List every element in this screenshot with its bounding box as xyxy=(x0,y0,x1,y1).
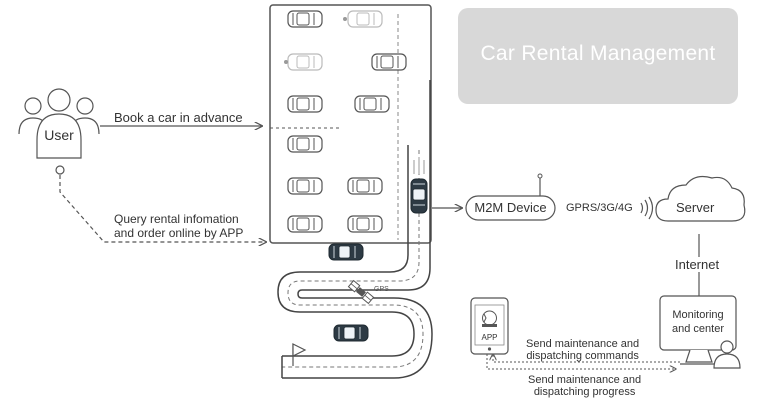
wireless-icon xyxy=(640,196,654,220)
commands-label-line: Send maintenance and xyxy=(526,338,640,350)
title-panel: Car Rental Management xyxy=(458,8,738,104)
monitor-label-line: and center xyxy=(672,323,724,335)
query-label-line: and order online by APP xyxy=(114,226,244,240)
parked-car xyxy=(287,135,323,153)
command-lines xyxy=(486,354,680,369)
progress-label: Send maintenance and dispatching progres… xyxy=(528,374,641,398)
user-label: User xyxy=(44,127,74,143)
monitor-label-line: Monitoring xyxy=(672,309,724,321)
server-cloud xyxy=(655,175,746,222)
server-label: Server xyxy=(676,200,715,215)
query-label-line: Query rental infomation xyxy=(114,212,239,226)
internet-label: Internet xyxy=(673,257,722,272)
monitor-label: Monitoring and center xyxy=(660,308,736,336)
parked-cars xyxy=(284,10,407,233)
app-label: APP xyxy=(481,333,498,342)
book-label: Book a car in advance xyxy=(114,110,243,125)
flag-icon xyxy=(292,343,307,366)
moving-car xyxy=(328,243,364,261)
monitor-icon xyxy=(659,295,737,365)
satellite-icon xyxy=(347,279,375,305)
parked-car xyxy=(287,95,323,113)
parking-lot xyxy=(269,4,432,244)
parked-car xyxy=(287,10,323,28)
moving-car xyxy=(410,157,428,214)
parked-car xyxy=(287,53,323,71)
progress-label-line: Send maintenance and xyxy=(528,374,642,386)
query-label: Query rental infomation and order online… xyxy=(114,212,243,240)
parked-car xyxy=(347,10,383,28)
parked-car xyxy=(371,53,407,71)
parked-car xyxy=(347,177,383,195)
phone-icon xyxy=(470,297,509,355)
query-connector xyxy=(55,165,266,242)
network-label: GPRS/3G/4G xyxy=(566,202,633,214)
road xyxy=(277,80,433,379)
parked-car xyxy=(287,215,323,233)
parked-car xyxy=(354,95,390,113)
user-icon xyxy=(18,88,100,159)
parked-car xyxy=(287,177,323,195)
gps-label: GPS xyxy=(374,286,389,293)
commands-label-line: dispatching commands xyxy=(526,350,639,362)
commands-label: Send maintenance and dispatching command… xyxy=(526,338,639,362)
parked-car xyxy=(347,215,383,233)
diagram-title: Car Rental Management xyxy=(480,42,716,65)
m2m-label: M2M Device xyxy=(474,200,547,215)
m2m-device xyxy=(465,173,556,221)
operator-icon xyxy=(713,340,741,369)
progress-label-line: dispatching progress xyxy=(533,386,636,398)
moving-car xyxy=(333,324,369,342)
